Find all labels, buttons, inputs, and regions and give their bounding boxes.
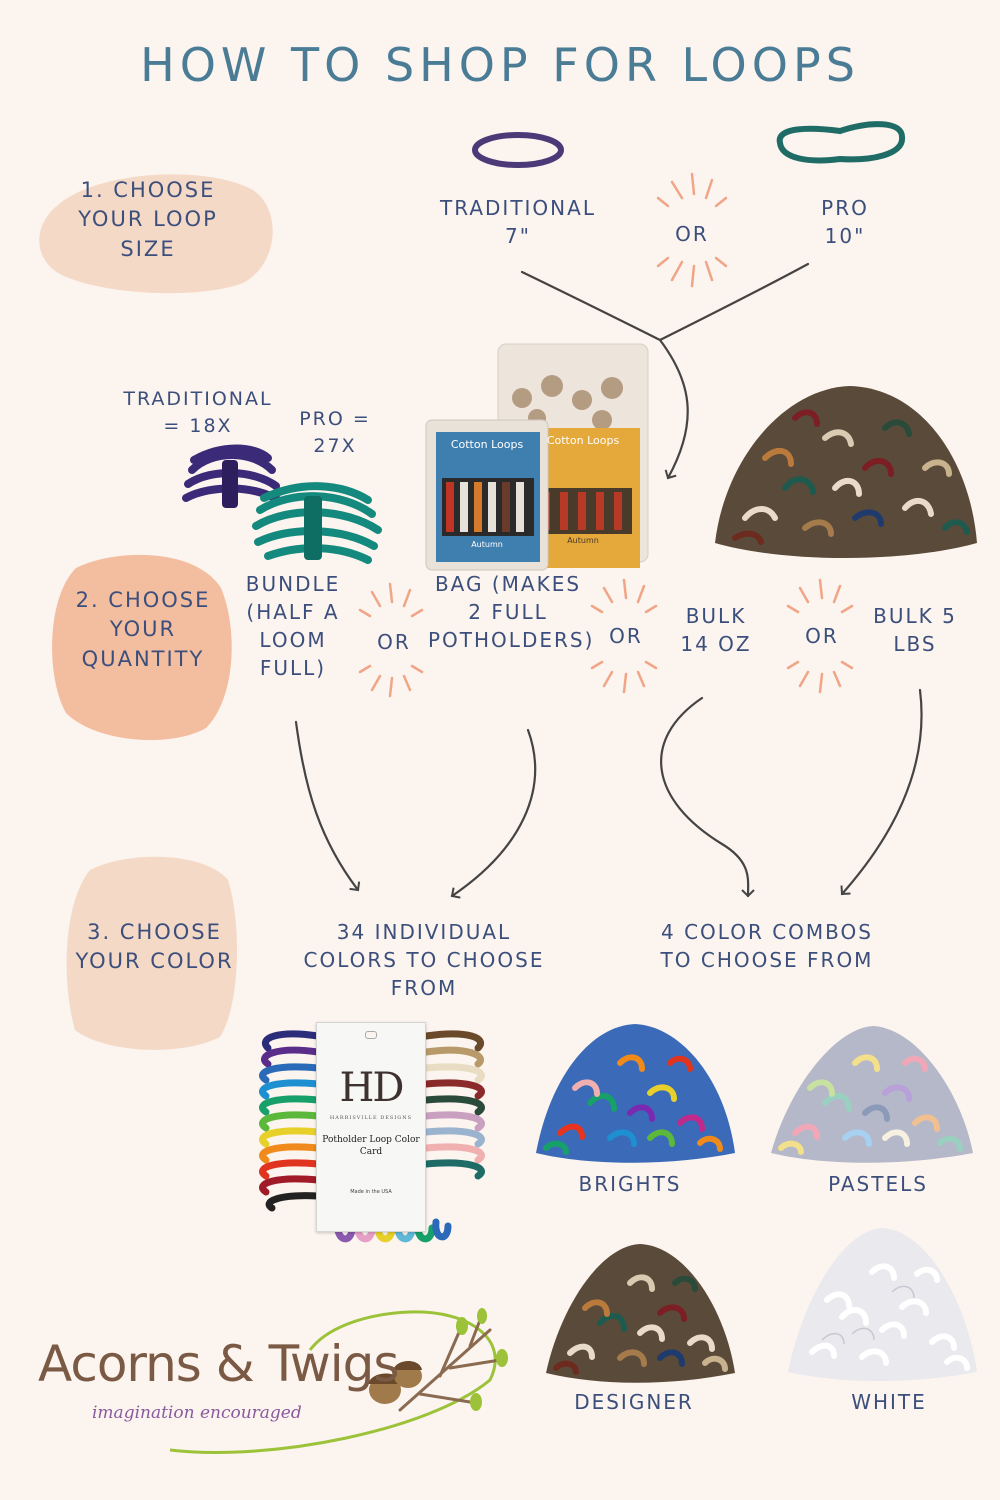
- step1-label: 1. Choose your loop size: [78, 178, 218, 261]
- sparkle-burst-qty-3: [786, 578, 854, 694]
- white-pile-image: [788, 1228, 977, 1381]
- card-made-in: Made in the USA: [350, 1189, 392, 1195]
- card-hang-hole: [365, 1031, 377, 1039]
- pro-loop-image: [776, 121, 905, 164]
- combo-brights-label: Brights: [578, 1172, 682, 1196]
- step3-label: 3. Choose your color: [75, 920, 234, 974]
- bag-back-label: Cotton Loops: [546, 434, 620, 447]
- step3-blob: [66, 856, 238, 1050]
- combo-designer-label: Designer: [574, 1390, 694, 1414]
- sparkle-burst-qty-2: [590, 578, 658, 694]
- bag-front-label: Cotton Loops: [450, 438, 524, 451]
- bag-back-variant: Autumn: [567, 536, 599, 545]
- qty-bulk14-label: Bulk 14 oz: [680, 604, 752, 656]
- traditional-loop-image: [472, 132, 564, 168]
- qty-or-2: OR: [609, 624, 643, 648]
- qty-or-1: OR: [377, 630, 411, 654]
- sparkle-burst-size: [656, 172, 728, 288]
- size-traditional-label: Traditional 7": [440, 196, 596, 248]
- size-or-label: OR: [675, 222, 709, 246]
- logo-swoosh: [169, 1308, 508, 1454]
- qty-bundle-label: Bundle (half a loom full): [245, 572, 341, 680]
- bundle-pro-count: Pro = 27x: [299, 408, 371, 457]
- color-card: HD HARRISVILLE DESIGNS Potholder Loop Co…: [316, 1022, 426, 1232]
- step2-blob: [52, 554, 232, 740]
- designer-pile-image: [546, 1244, 735, 1383]
- brand-tagline: imagination encouraged: [92, 1403, 302, 1423]
- bundle-traditional-count: Traditional = 18x: [123, 388, 273, 437]
- size-pro-label: Pro 10": [821, 196, 869, 248]
- bag-images: [425, 343, 649, 571]
- card-logo: HD: [339, 1065, 405, 1111]
- brand-name: Acorns & Twigs: [38, 1335, 399, 1393]
- flow-arrows: [294, 262, 923, 899]
- qty-or-3: OR: [805, 624, 839, 648]
- qty-bulk5-label: Bulk 5 lbs: [873, 604, 957, 656]
- bundle-images: [182, 444, 382, 564]
- card-maker: HARRISVILLE DESIGNS: [329, 1115, 413, 1121]
- color-combos-label: 4 color combos to choose from: [660, 920, 874, 972]
- page-title: How to Shop for Loops: [140, 38, 860, 92]
- step1-blob: [39, 174, 273, 294]
- bulk-pile-image: [715, 386, 977, 558]
- combo-white-label: White: [851, 1390, 927, 1414]
- combo-pastels-label: Pastels: [828, 1172, 928, 1196]
- card-title: Potholder Loop Color Card: [322, 1135, 420, 1157]
- step2-label: 2. Choose your quantity: [75, 588, 211, 671]
- qty-bag-label: Bag (makes 2 full potholders): [428, 572, 595, 652]
- sparkle-burst-qty-1: [358, 582, 424, 698]
- pastels-pile-image: [771, 1026, 973, 1163]
- bag-front-variant: Autumn: [471, 540, 503, 549]
- brights-pile-image: [536, 1024, 735, 1163]
- color-individual-label: 34 individual colors to choose from: [303, 920, 545, 1000]
